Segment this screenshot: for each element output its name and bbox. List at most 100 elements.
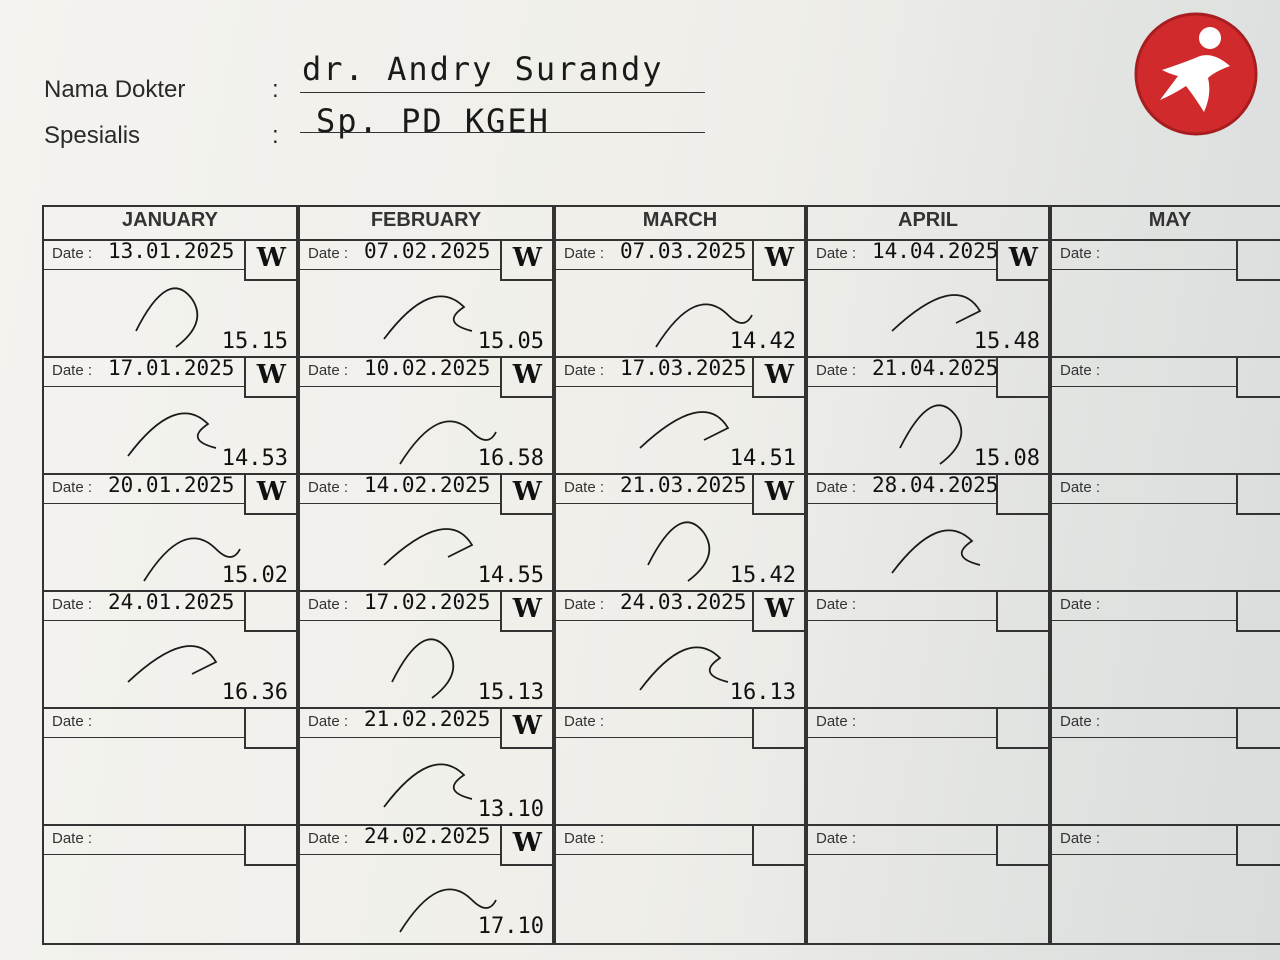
visit-entry[interactable]: Date : [1052, 707, 1280, 826]
visit-entry[interactable]: Date : [1052, 239, 1280, 358]
signature-scribble [639, 646, 729, 691]
initial-box[interactable] [500, 709, 552, 749]
visit-entry[interactable]: Date : [44, 707, 296, 826]
date-underline [300, 737, 500, 738]
specialist-label: Spesialis [44, 122, 141, 149]
date-label: Date : [52, 713, 93, 730]
visit-entry[interactable]: Date : [556, 707, 804, 826]
visit-entry[interactable]: Date : [556, 824, 804, 943]
initial-box[interactable] [996, 358, 1048, 398]
initial-box[interactable] [500, 358, 552, 398]
initial-box[interactable] [244, 358, 296, 398]
time-value: 16.36 [221, 680, 288, 705]
initial-box[interactable] [1236, 241, 1280, 281]
initial-box[interactable] [1236, 475, 1280, 515]
initial-box[interactable] [752, 709, 804, 749]
initial-box[interactable] [1236, 709, 1280, 749]
initial-box[interactable] [752, 475, 804, 515]
date-label: Date : [52, 479, 93, 496]
date-value: 21.04.2025 [872, 356, 999, 380]
initial-box[interactable] [244, 709, 296, 749]
initial-box[interactable] [244, 592, 296, 632]
initial-box[interactable] [1236, 592, 1280, 632]
signature-scribble [655, 303, 753, 348]
date-underline [556, 737, 752, 738]
date-label: Date : [564, 479, 605, 496]
specialist-underline [300, 132, 705, 133]
initial-box[interactable] [500, 826, 552, 866]
initial-box[interactable] [1236, 358, 1280, 398]
visit-entry[interactable]: Date : [1052, 473, 1280, 592]
month-header-january: JANUARY [42, 205, 298, 233]
doctor-name-label: Nama Dokter [44, 76, 186, 103]
visit-entry[interactable]: Date : [44, 824, 296, 943]
date-label: Date : [52, 596, 93, 613]
time-value: 15.48 [973, 329, 1040, 354]
initial-box[interactable] [1236, 826, 1280, 866]
visit-entry[interactable]: Date : [1052, 590, 1280, 709]
initial-box[interactable] [752, 826, 804, 866]
initial-box[interactable] [996, 709, 1048, 749]
date-value: 21.02.2025 [364, 707, 491, 731]
visit-entry[interactable]: Date : [808, 707, 1048, 826]
initial-mark: W [512, 477, 542, 507]
initial-mark: W [512, 711, 542, 741]
date-underline [44, 386, 244, 387]
initial-mark: W [764, 360, 794, 390]
date-label: Date : [564, 362, 605, 379]
initial-box[interactable] [500, 475, 552, 515]
initial-box[interactable] [244, 826, 296, 866]
time-value: 13.10 [477, 797, 544, 822]
initial-box[interactable] [996, 826, 1048, 866]
initial-box[interactable] [500, 592, 552, 632]
signature-scribble [399, 888, 497, 933]
initial-box[interactable] [996, 475, 1048, 515]
date-label: Date : [1060, 245, 1101, 262]
time-value: 15.15 [221, 329, 288, 354]
initial-mark: W [256, 360, 286, 390]
date-value: 13.01.2025 [108, 239, 235, 263]
initial-box[interactable] [752, 358, 804, 398]
date-underline [556, 620, 752, 621]
visit-entry[interactable]: Date : [1052, 356, 1280, 475]
initial-box[interactable] [500, 241, 552, 281]
initial-box[interactable] [752, 592, 804, 632]
date-label: Date : [52, 362, 93, 379]
initial-box[interactable] [996, 241, 1048, 281]
initial-box[interactable] [244, 241, 296, 281]
initial-mark: W [764, 243, 794, 273]
time-value: 16.13 [729, 680, 796, 705]
visit-entry[interactable]: Date : [808, 590, 1048, 709]
date-value: 10.02.2025 [364, 356, 491, 380]
initial-box[interactable] [244, 475, 296, 515]
date-underline [300, 620, 500, 621]
visit-entry[interactable]: Date :28.04.2025 [808, 473, 1048, 592]
time-value: 14.42 [729, 329, 796, 354]
visit-entry[interactable]: Date : [1052, 824, 1280, 943]
initial-box[interactable] [996, 592, 1048, 632]
visit-entry[interactable]: Date : [808, 824, 1048, 943]
date-label: Date : [816, 596, 857, 613]
initial-box[interactable] [752, 241, 804, 281]
date-label: Date : [308, 245, 349, 262]
date-label: Date : [1060, 479, 1101, 496]
signature-scribble [383, 295, 473, 340]
